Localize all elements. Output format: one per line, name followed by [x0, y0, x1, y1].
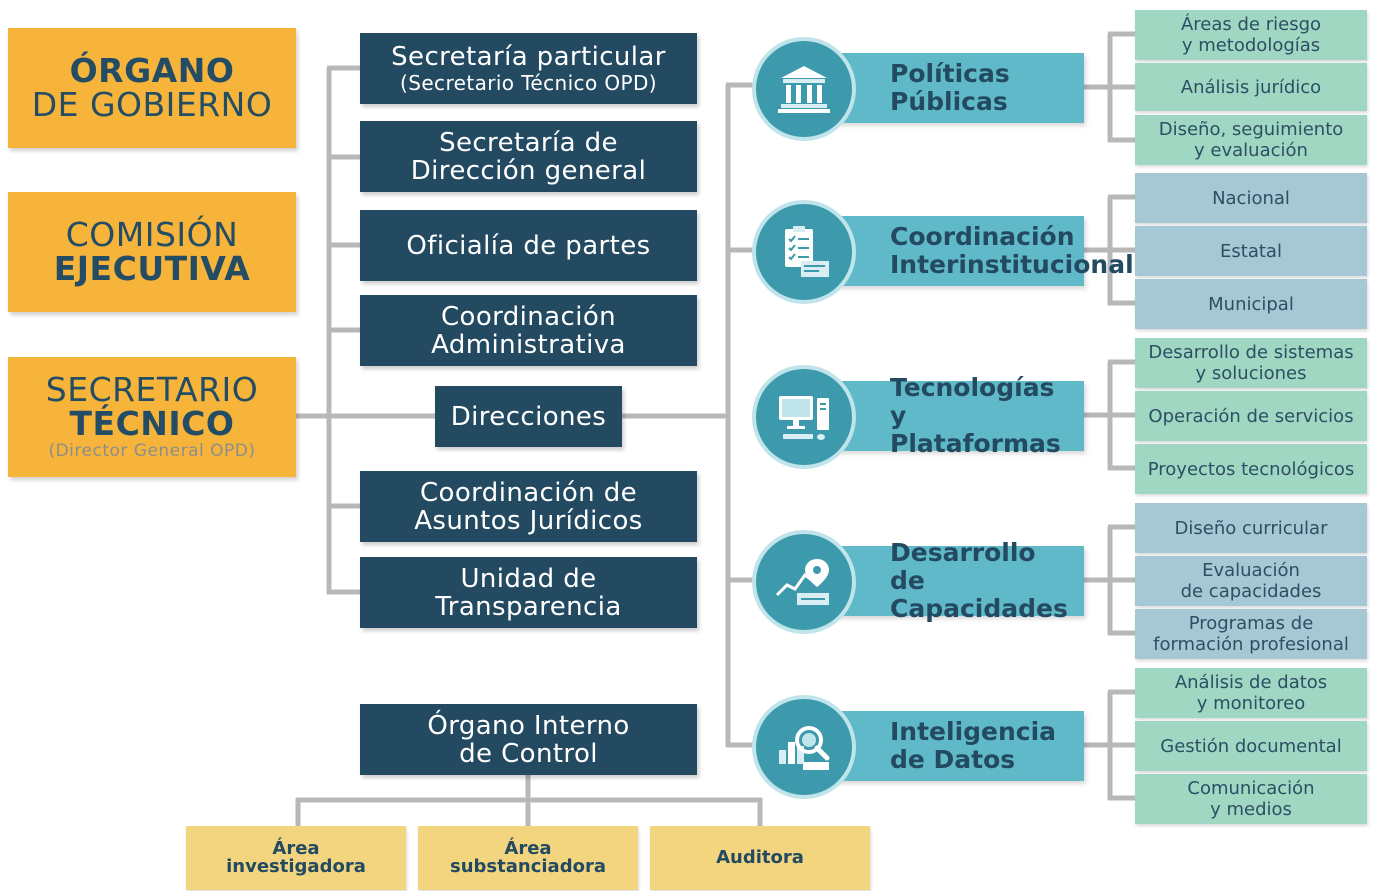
organo-line2: DE GOBIERNO — [31, 85, 273, 124]
sub-estatal: Estatal — [1135, 226, 1367, 276]
sub-line2: y medios — [1210, 799, 1292, 820]
sub-line1: Análisis jurídico — [1180, 76, 1322, 98]
directorate-line1: Políticas — [890, 59, 1010, 88]
auditora-box: Auditora — [650, 826, 870, 890]
directorate-line1: Inteligencia — [890, 717, 1057, 746]
sub-proyectos-tecnologicos: Proyectos tecnológicos — [1135, 444, 1367, 494]
secretario-line1: SECRETARIO — [45, 370, 259, 409]
sub-line2: y soluciones — [1195, 363, 1307, 384]
directorate-line1: Coordinación — [890, 222, 1075, 251]
control-line2: de Control — [459, 738, 598, 769]
sub-operacion-servicios: Operación de servicios — [1135, 391, 1367, 441]
administrativa-line2: Administrativa — [431, 329, 626, 360]
sub-nacional: Nacional — [1135, 173, 1367, 223]
substanciadora-line1: Área — [504, 838, 552, 859]
direcciones-line1: Direcciones — [450, 401, 607, 432]
computer-monitor-icon — [752, 365, 856, 469]
directorate-line1: Tecnologías — [890, 373, 1055, 402]
directorate-line2: Públicas — [890, 87, 1008, 116]
control-line1: Órgano Interno — [427, 710, 630, 741]
sub-areas-riesgo: Áreas de riesgo y metodologías — [1135, 10, 1367, 60]
area-substanciadora-box: Área substanciadora — [418, 826, 638, 890]
sub-line2: y evaluación — [1194, 140, 1308, 161]
direccion-line2: Dirección general — [410, 155, 647, 186]
sub-line2: formación profesional — [1153, 634, 1349, 655]
directorate-line2: de Capacidades — [890, 566, 1068, 623]
comision-ejecutiva-box: COMISIÓN EJECUTIVA — [8, 192, 296, 312]
sub-line2: de capacidades — [1180, 581, 1322, 602]
sub-line2: y metodologías — [1181, 35, 1321, 56]
directorate-line2: Interinstitucional — [890, 250, 1134, 279]
data-magnifier-icon — [752, 695, 856, 799]
secretario-tecnico-box: SECRETARIO TÉCNICO (Director General OPD… — [8, 357, 296, 477]
sub-gestion-documental: Gestión documental — [1135, 721, 1367, 771]
sub-desarrollo-sistemas: Desarrollo de sistemas y soluciones — [1135, 338, 1367, 388]
direcciones-box: Direcciones — [435, 386, 622, 447]
sub-line1: Gestión documental — [1160, 735, 1342, 757]
organo-line1: ÓRGANO — [69, 51, 235, 90]
sub-line1: Operación de servicios — [1148, 405, 1354, 427]
sub-line1: Programas de — [1188, 613, 1314, 634]
government-building-icon — [752, 37, 856, 141]
sub-line1: Proyectos tecnológicos — [1147, 458, 1355, 480]
direccion-line1: Secretaría de — [439, 127, 618, 158]
oficialia-line1: Oficialía de partes — [406, 230, 651, 261]
sub-diseno-seguimiento: Diseño, seguimiento y evaluación — [1135, 115, 1367, 165]
juridicos-line2: Asuntos Jurídicos — [414, 505, 643, 536]
comision-line2: EJECUTIVA — [53, 249, 251, 288]
organo-interno-control-box: Órgano Interno de Control — [360, 704, 697, 775]
organo-de-gobierno-box: ÓRGANO DE GOBIERNO — [8, 28, 296, 148]
transparencia-line2: Transparencia — [435, 591, 622, 622]
directorate-line1: Desarrollo — [890, 538, 1036, 567]
substanciadora-line2: substanciadora — [450, 856, 606, 877]
unidad-transparencia-box: Unidad de Transparencia — [360, 557, 697, 628]
growth-chart-pin-icon — [752, 530, 856, 634]
sub-line1: Análisis de datos — [1174, 672, 1328, 693]
sub-line1: Comunicación — [1187, 778, 1315, 799]
coordinacion-administrativa-box: Coordinación Administrativa — [360, 295, 697, 366]
comision-line1: COMISIÓN — [65, 215, 239, 254]
sub-line1: Diseño, seguimiento — [1158, 119, 1344, 140]
clipboard-checklist-icon — [752, 200, 856, 304]
investigadora-line1: Área — [272, 838, 320, 859]
sub-line2: y monitoreo — [1196, 693, 1306, 714]
sub-analisis-datos: Análisis de datos y monitoreo — [1135, 668, 1367, 718]
investigadora-line2: investigadora — [226, 856, 366, 877]
sub-line1: Municipal — [1208, 293, 1294, 315]
administrativa-line1: Coordinación — [440, 301, 617, 332]
particular-line1: Secretaría particular — [391, 41, 666, 72]
sub-line1: Nacional — [1212, 187, 1290, 209]
secretaria-direccion-box: Secretaría de Dirección general — [360, 121, 697, 192]
oficialia-partes-box: Oficialía de partes — [360, 210, 697, 281]
secretario-line2: TÉCNICO — [69, 404, 235, 443]
sub-line1: Estatal — [1220, 240, 1282, 262]
particular-line2: (Secretario Técnico OPD) — [400, 70, 657, 95]
secretario-subtitle: (Director General OPD) — [48, 441, 256, 461]
sub-line1: Áreas de riesgo — [1180, 14, 1322, 35]
asuntos-juridicos-box: Coordinación de Asuntos Jurídicos — [360, 471, 697, 542]
sub-comunicacion-medios: Comunicación y medios — [1135, 774, 1367, 824]
transparencia-line1: Unidad de — [460, 563, 597, 594]
auditora-line1: Auditora — [716, 847, 804, 868]
juridicos-line1: Coordinación de — [419, 477, 637, 508]
secretaria-particular-box: Secretaría particular (Secretario Técnic… — [360, 33, 697, 104]
sub-line1: Diseño curricular — [1174, 517, 1328, 539]
sub-municipal: Municipal — [1135, 279, 1367, 329]
sub-line1: Evaluación — [1202, 560, 1300, 581]
sub-programas-formacion: Programas de formación profesional — [1135, 609, 1367, 659]
sub-analisis-juridico: Análisis jurídico — [1135, 63, 1367, 111]
directorate-line2: de Datos — [890, 745, 1016, 774]
sub-diseno-curricular: Diseño curricular — [1135, 503, 1367, 553]
area-investigadora-box: Área investigadora — [186, 826, 406, 890]
sub-evaluacion-capacidades: Evaluación de capacidades — [1135, 556, 1367, 606]
directorate-line2: y Plataformas — [890, 401, 1061, 458]
sub-line1: Desarrollo de sistemas — [1148, 342, 1354, 363]
